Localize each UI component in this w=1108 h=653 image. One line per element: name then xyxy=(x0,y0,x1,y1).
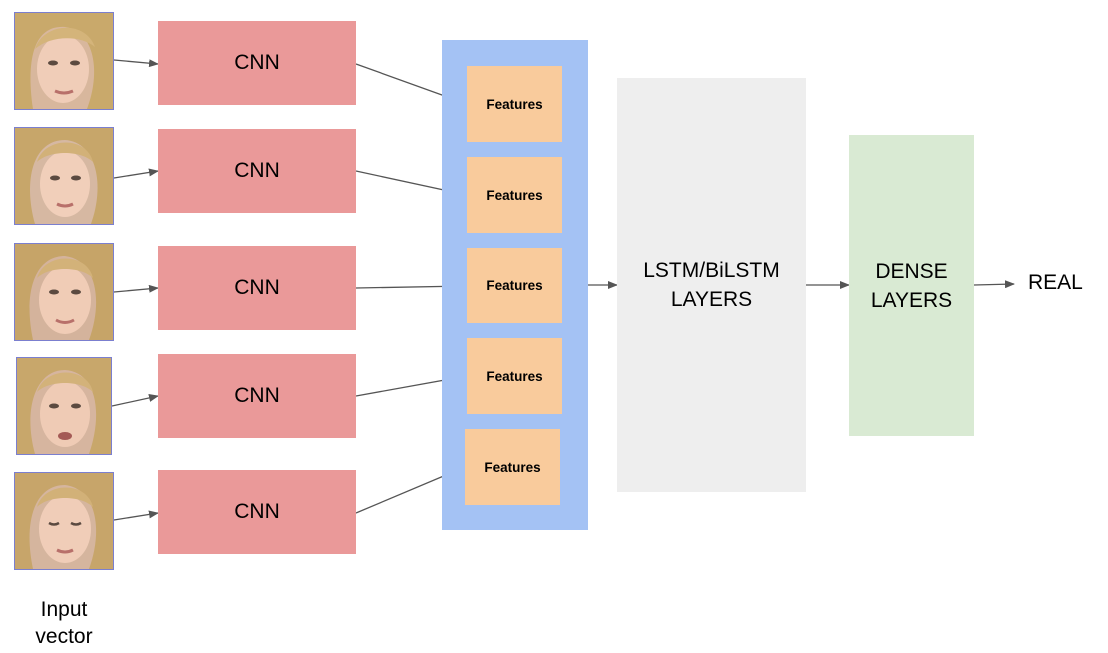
features-box-3: Features xyxy=(467,248,562,323)
cnn-block-1: CNN xyxy=(158,21,356,105)
cnn-block-label: CNN xyxy=(234,276,280,299)
cnn-block-label: CNN xyxy=(234,51,280,74)
dense-layers-block: DENSE LAYERS xyxy=(849,135,974,436)
lstm-label-line1: LSTM/BiLSTM xyxy=(643,259,780,282)
input-face-image-2 xyxy=(14,127,114,225)
dense-label-line2: LAYERS xyxy=(870,288,953,312)
features-box-label: Features xyxy=(486,368,543,384)
cnn-block-label: CNN xyxy=(234,159,280,182)
cnn-block-3: CNN xyxy=(158,246,356,330)
output-label: REAL xyxy=(1028,271,1083,294)
input-caption-line1: Input xyxy=(40,598,88,621)
cnn-block-label: CNN xyxy=(234,384,280,407)
input-caption-line2: vector xyxy=(35,625,93,648)
features-box-5: Features xyxy=(465,429,560,505)
lstm-layers-block: LSTM/BiLSTM LAYERS xyxy=(617,78,806,492)
arrow-dense-to-real xyxy=(973,280,1015,289)
arrow-input-to-cnn-3 xyxy=(113,284,159,293)
cnn-block-5: CNN xyxy=(158,470,356,554)
arrow-input-to-cnn-5 xyxy=(113,510,159,521)
features-box-label: Features xyxy=(484,459,541,475)
features-box-1: Features xyxy=(467,66,562,142)
arrow-input-to-cnn-4 xyxy=(111,394,159,407)
cnn-block-2: CNN xyxy=(158,129,356,213)
input-face-image-1 xyxy=(14,12,114,110)
dense-label-line1: DENSE xyxy=(875,259,948,283)
input-face-image-3 xyxy=(14,243,114,341)
input-face-image-4 xyxy=(16,357,112,455)
features-box-4: Features xyxy=(467,338,562,414)
arrow-input-to-cnn-1 xyxy=(113,59,159,68)
features-box-label: Features xyxy=(486,278,543,293)
features-box-label: Features xyxy=(486,187,543,203)
lstm-label-line2: LAYERS xyxy=(670,288,753,311)
features-box-label: Features xyxy=(486,96,543,112)
cnn-block-label: CNN xyxy=(234,500,280,523)
input-face-image-5 xyxy=(14,472,114,570)
arrow-input-to-cnn-2 xyxy=(113,168,159,179)
features-box-2: Features xyxy=(467,157,562,233)
input-caption: Input vector xyxy=(14,596,114,650)
cnn-block-4: CNN xyxy=(158,354,356,438)
